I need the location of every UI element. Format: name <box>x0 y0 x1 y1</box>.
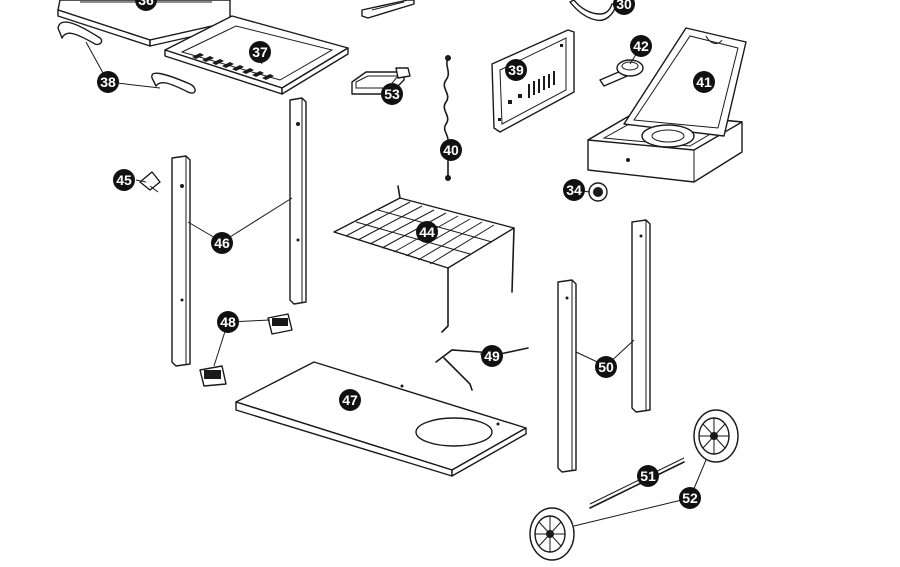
callout-40: 40 <box>440 139 462 161</box>
callout-41: 41 <box>693 71 715 93</box>
svg-text:37: 37 <box>252 44 268 60</box>
callout-46: 46 <box>211 232 233 254</box>
svg-text:39: 39 <box>508 62 524 78</box>
callout-37: 37 <box>249 41 271 63</box>
callout-48: 48 <box>217 311 239 333</box>
callout-44: 44 <box>416 221 438 243</box>
svg-text:34: 34 <box>566 182 582 198</box>
callout-39: 39 <box>505 59 527 81</box>
part-46-legs <box>171 97 307 367</box>
callout-38: 38 <box>97 71 119 93</box>
svg-text:47: 47 <box>342 392 358 408</box>
callout-50: 50 <box>595 356 617 378</box>
callout-53: 53 <box>381 83 403 105</box>
part-30-fittings <box>361 0 617 22</box>
svg-text:30: 30 <box>616 0 632 12</box>
callout-49: 49 <box>481 345 503 367</box>
part-41-side-burner <box>587 27 747 183</box>
svg-text:51: 51 <box>640 468 656 484</box>
part-47-bottom-shelf <box>235 361 527 477</box>
part-42-valve <box>599 59 644 87</box>
svg-text:38: 38 <box>100 74 116 90</box>
part-34-knob <box>588 182 608 202</box>
callout-30: 30 <box>613 0 635 15</box>
svg-text:45: 45 <box>116 172 132 188</box>
part-50-legs <box>557 219 651 473</box>
part-48-feet <box>199 313 293 387</box>
callout-45: 45 <box>113 169 135 191</box>
svg-text:50: 50 <box>598 359 614 375</box>
part-52-wheels <box>529 409 739 561</box>
part-51-axle <box>589 457 685 509</box>
part-44-wire-shelf <box>333 185 515 333</box>
svg-text:36: 36 <box>138 0 154 8</box>
svg-text:49: 49 <box>484 348 500 364</box>
svg-text:52: 52 <box>682 490 698 506</box>
callout-36: 36 <box>135 0 157 11</box>
callout-52: 52 <box>679 487 701 509</box>
svg-text:44: 44 <box>419 224 435 240</box>
part-49-rod <box>435 347 529 391</box>
part-40-igniter-wire <box>443 55 451 181</box>
callout-42: 42 <box>630 35 652 57</box>
part-39-side-panel <box>491 29 575 133</box>
part-45-clip <box>139 171 161 193</box>
svg-text:40: 40 <box>443 142 459 158</box>
svg-text:42: 42 <box>633 38 649 54</box>
svg-text:48: 48 <box>220 314 236 330</box>
callout-51: 51 <box>637 465 659 487</box>
svg-text:53: 53 <box>384 86 400 102</box>
svg-text:46: 46 <box>214 235 230 251</box>
callout-34: 34 <box>563 179 585 201</box>
callout-47: 47 <box>339 389 361 411</box>
svg-text:41: 41 <box>696 74 712 90</box>
